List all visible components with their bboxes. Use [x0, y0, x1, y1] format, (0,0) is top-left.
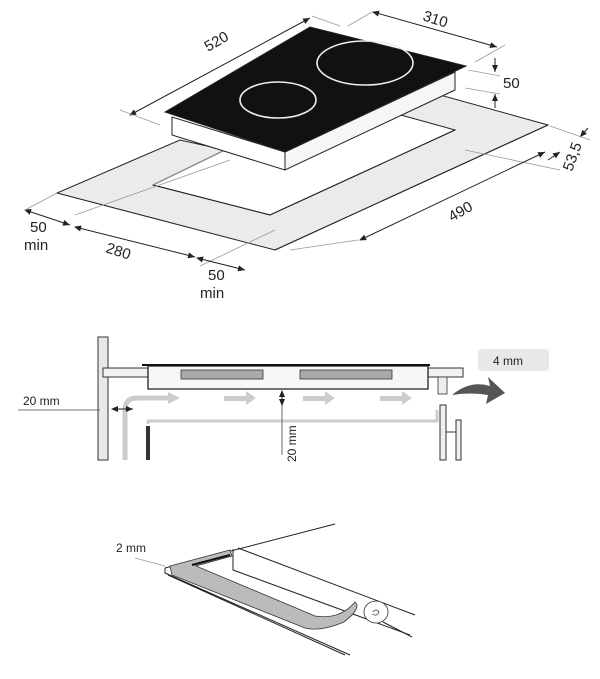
min-clearance-left-label: 50 [30, 219, 47, 236]
gap-label: 4 mm [493, 354, 523, 368]
seal-thickness-label: 2 mm [116, 541, 146, 555]
ventilation-section: 4 mm 20 mm 20 mm [18, 336, 549, 462]
under-gap-label: 20 mm [285, 425, 299, 462]
wall-gap-label: 20 mm [23, 394, 60, 408]
cutout-length-label: 490 [446, 198, 476, 225]
min-clearance-front-unit: min [200, 285, 224, 302]
back-wall [97, 336, 109, 461]
min-clearance-front-label: 50 [208, 267, 225, 284]
airflow-arrows [224, 391, 412, 405]
cutout-offset-label: 53,5 [560, 140, 586, 173]
seal-detail: 2 mm [116, 523, 416, 656]
min-clearance-left-unit: min [24, 237, 48, 254]
hob-length-label: 520 [202, 28, 232, 55]
cooking-zone-large [316, 40, 414, 86]
gap-label-box [478, 349, 549, 371]
cutout-width-label: 280 [104, 240, 133, 264]
seal-roll [363, 600, 389, 624]
hob-width-label: 310 [421, 8, 450, 32]
seal-strip [169, 549, 358, 630]
hot-air-outlet-arrow [452, 377, 505, 404]
hob-height-label: 50 [503, 75, 520, 92]
dimension-lines [24, 10, 591, 272]
